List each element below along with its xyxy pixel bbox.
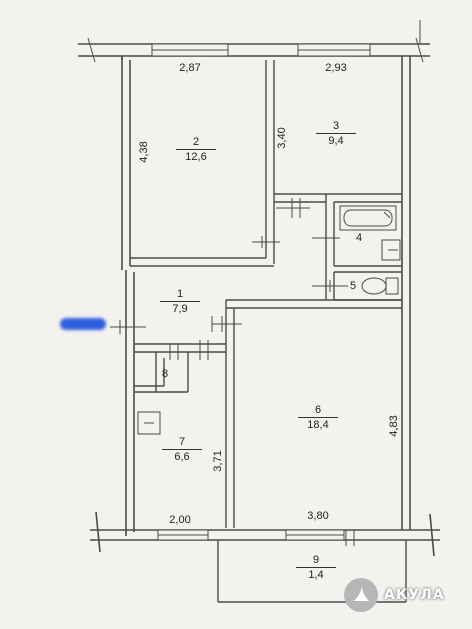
room-5-number: 5 bbox=[350, 280, 357, 292]
room-3-area: 9,4 bbox=[316, 133, 356, 147]
top-window-left bbox=[151, 43, 229, 57]
brand-name: АКУЛА bbox=[384, 587, 445, 603]
room-7-area: 6,6 bbox=[162, 449, 202, 463]
bathtub-icon bbox=[339, 205, 397, 231]
room-9-number: 9 bbox=[312, 554, 320, 566]
dim-top-right: 2,93 bbox=[325, 62, 347, 74]
room-2-label: 2 12,6 bbox=[176, 136, 216, 163]
room-1-area: 7,9 bbox=[160, 301, 200, 315]
dim-room3-height: 3,40 bbox=[276, 127, 288, 149]
room-1-number: 1 bbox=[176, 288, 184, 300]
room-6-label: 6 18,4 bbox=[298, 404, 338, 431]
room-9-area: 1,4 bbox=[296, 567, 336, 581]
room-3-number: 3 bbox=[332, 120, 340, 132]
room-4-number: 4 bbox=[356, 232, 363, 244]
top-wall-ticks bbox=[87, 20, 424, 63]
shark-fin-icon bbox=[344, 578, 378, 612]
top-exterior-wall bbox=[78, 43, 430, 60]
redaction-mark bbox=[60, 318, 106, 330]
dim-room6-height: 4,83 bbox=[388, 415, 400, 437]
dim-room2-height: 4,38 bbox=[138, 141, 150, 163]
dim-bottom-right: 3,80 bbox=[307, 510, 329, 522]
room-6-area: 18,4 bbox=[298, 417, 338, 431]
interior-walls bbox=[130, 60, 402, 528]
room-2-area: 12,6 bbox=[176, 149, 216, 163]
sink-icon bbox=[381, 239, 401, 261]
room-7-number: 7 bbox=[178, 436, 186, 448]
bottom-window-left bbox=[157, 529, 209, 541]
room-8-number: 8 bbox=[162, 368, 169, 380]
room-3-label: 3 9,4 bbox=[316, 120, 356, 147]
room-2-number: 2 bbox=[192, 136, 200, 148]
room-9-label: 9 1,4 bbox=[296, 554, 336, 581]
toilet-icon bbox=[361, 277, 399, 295]
bottom-exterior-wall bbox=[90, 511, 440, 557]
top-window-right bbox=[297, 43, 371, 57]
door-markers bbox=[110, 198, 355, 546]
dim-top-left: 2,87 bbox=[179, 62, 201, 74]
bottom-window-right bbox=[285, 529, 345, 541]
room-1-label: 1 7,9 bbox=[160, 288, 200, 315]
room-6-number: 6 bbox=[314, 404, 322, 416]
room-7-label: 7 6,6 bbox=[162, 436, 202, 463]
brand-logo: АКУЛА bbox=[344, 578, 445, 612]
dim-room7-height: 3,71 bbox=[212, 450, 224, 472]
kitchen-sink-icon bbox=[137, 411, 161, 435]
dim-bottom-left: 2,00 bbox=[169, 514, 191, 526]
outer-walls bbox=[121, 56, 411, 536]
